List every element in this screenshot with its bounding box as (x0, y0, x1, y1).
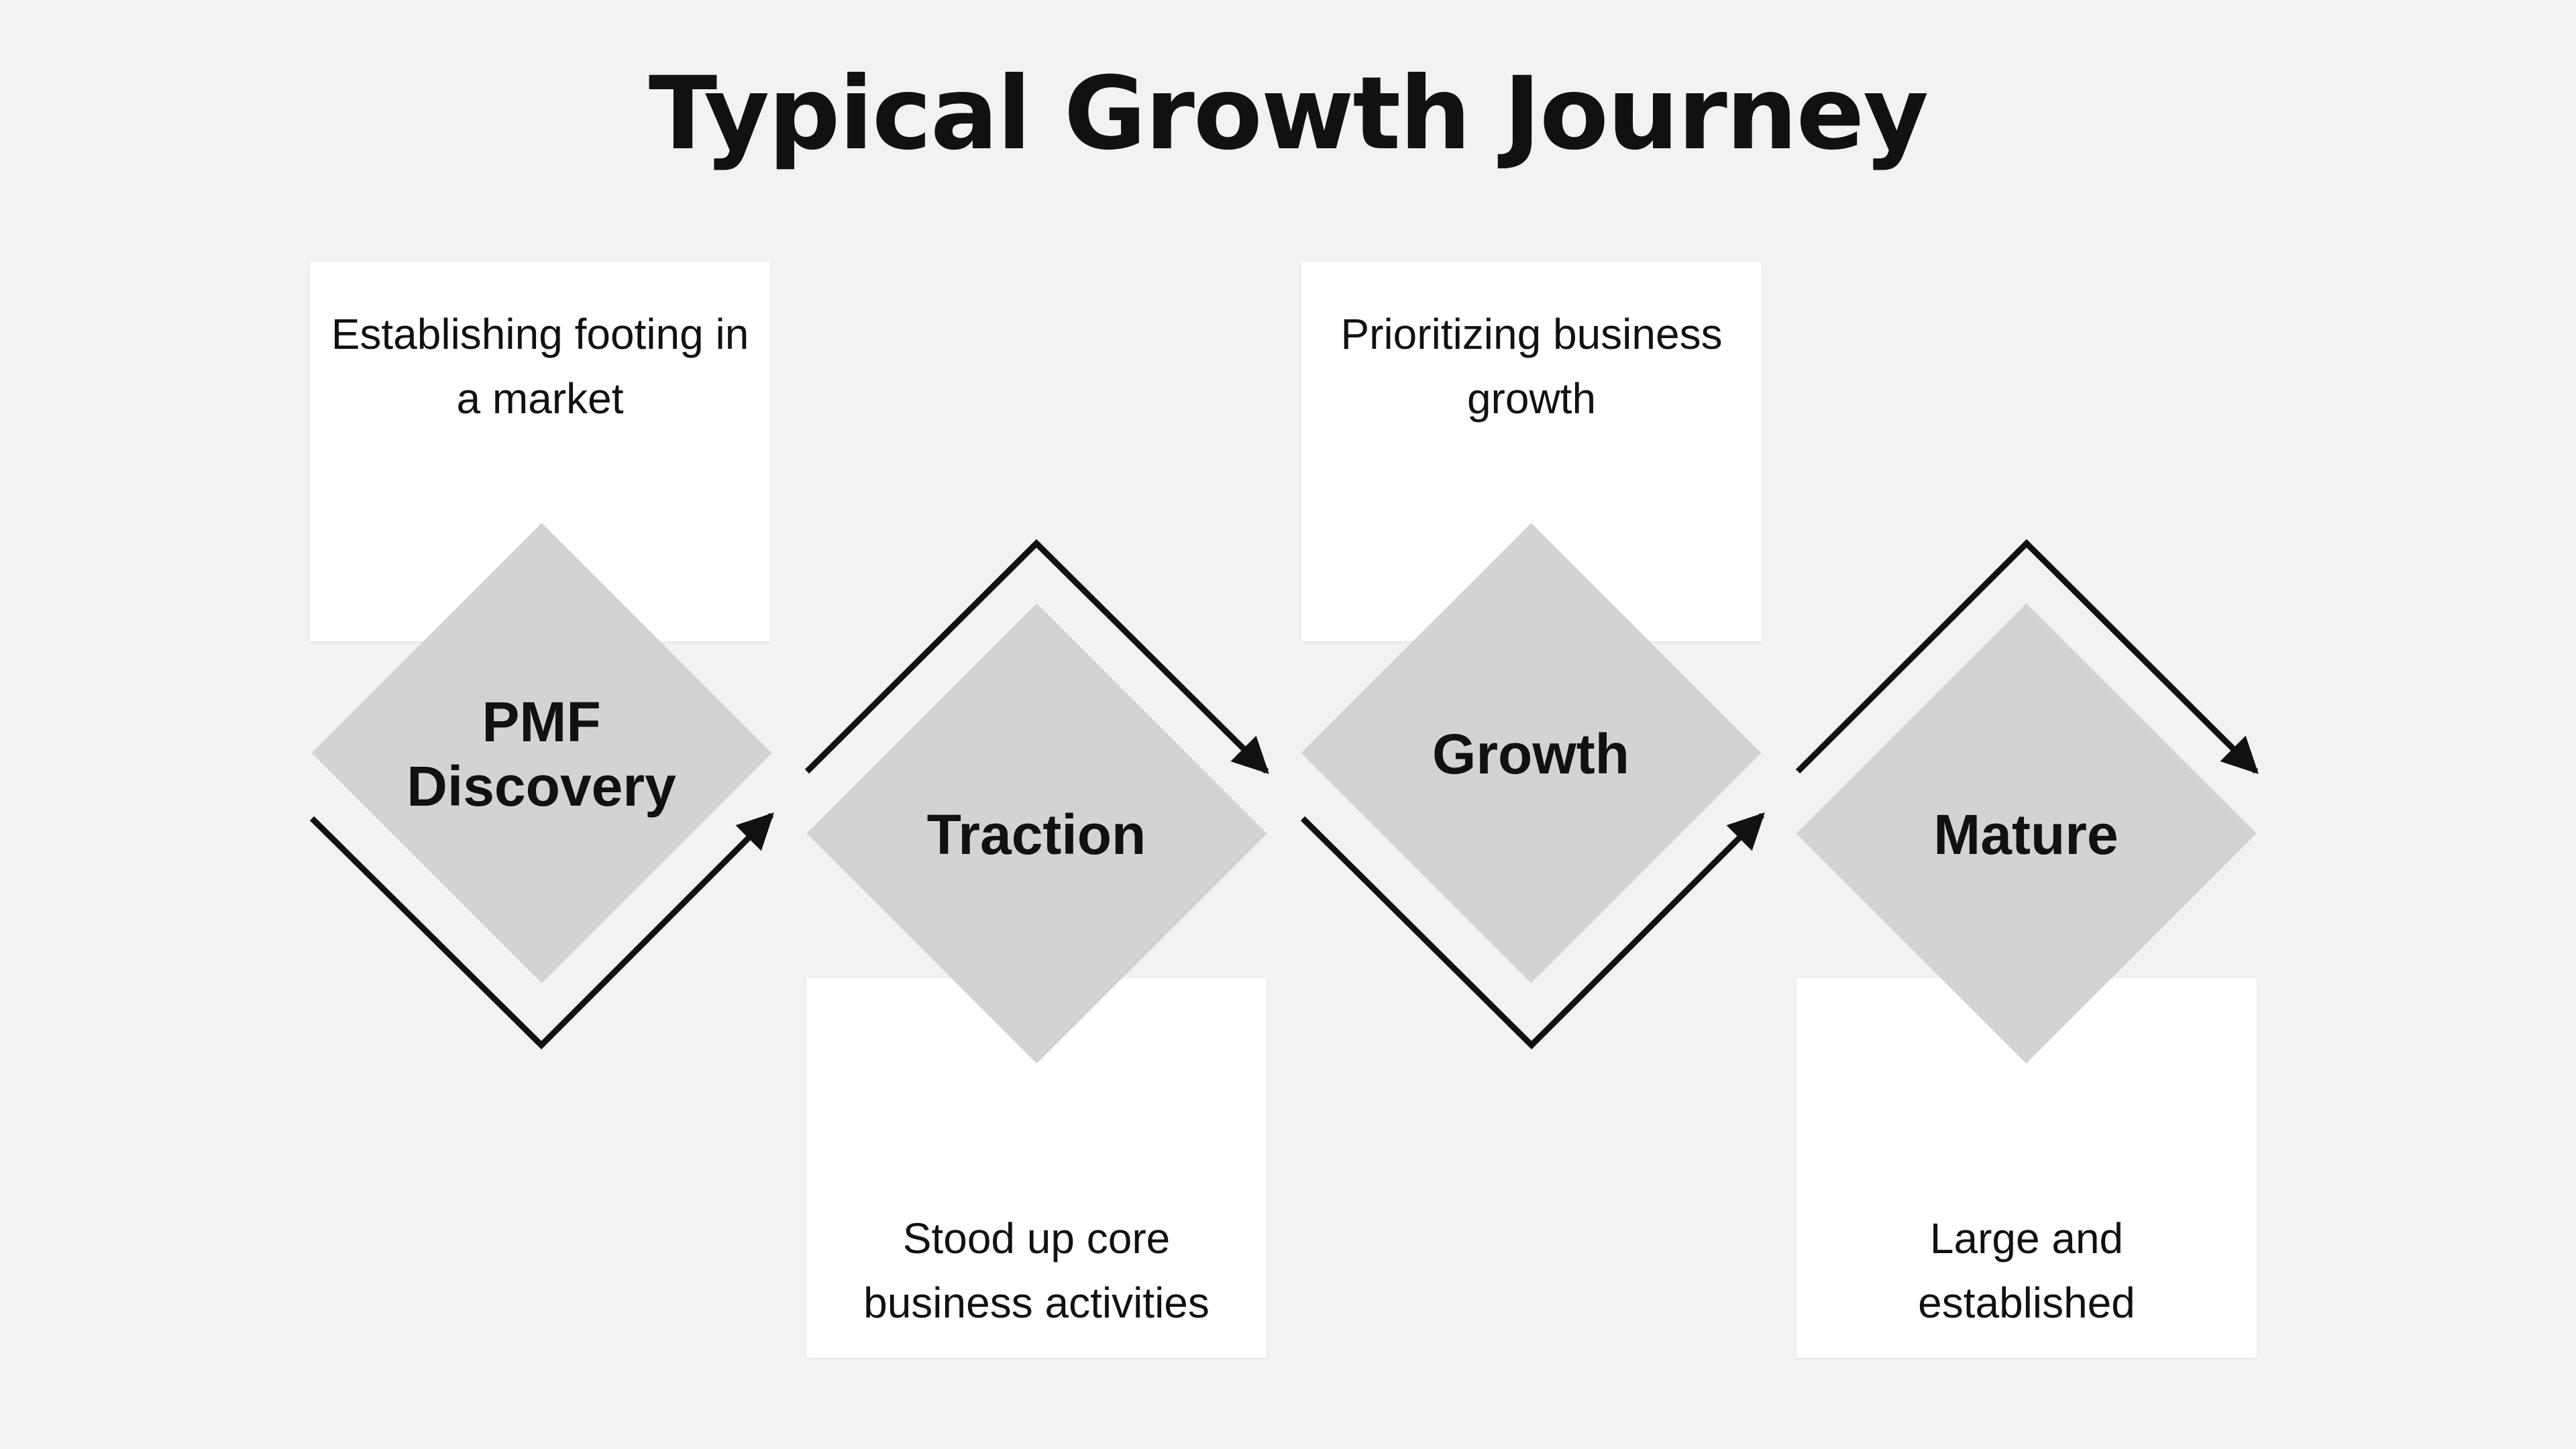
arrow-traction-to-growth (804, 539, 1269, 774)
stage-1-description-card: Establishing footing in a market (310, 262, 770, 641)
stage-4-description: Large and established (1918, 1214, 2135, 1327)
stage-2-label: Traction (926, 803, 1146, 866)
arrow-pmf-to-traction (309, 812, 774, 1050)
stage-3-description: Prioritizing business growth (1340, 310, 1723, 423)
arrow-mature-exit (1795, 539, 2259, 774)
stage-3-label: Growth (1432, 722, 1629, 786)
stage-1-label: PMF Discovery (407, 690, 676, 818)
stage-4-label: Mature (1933, 803, 2118, 866)
stage-2-description: Stood up core business activities (863, 1214, 1210, 1327)
arrow-growth-to-mature (1300, 812, 1765, 1050)
diagram-title: Typical Growth Journey (648, 56, 1929, 172)
stage-1-description: Establishing footing in a market (331, 310, 749, 423)
